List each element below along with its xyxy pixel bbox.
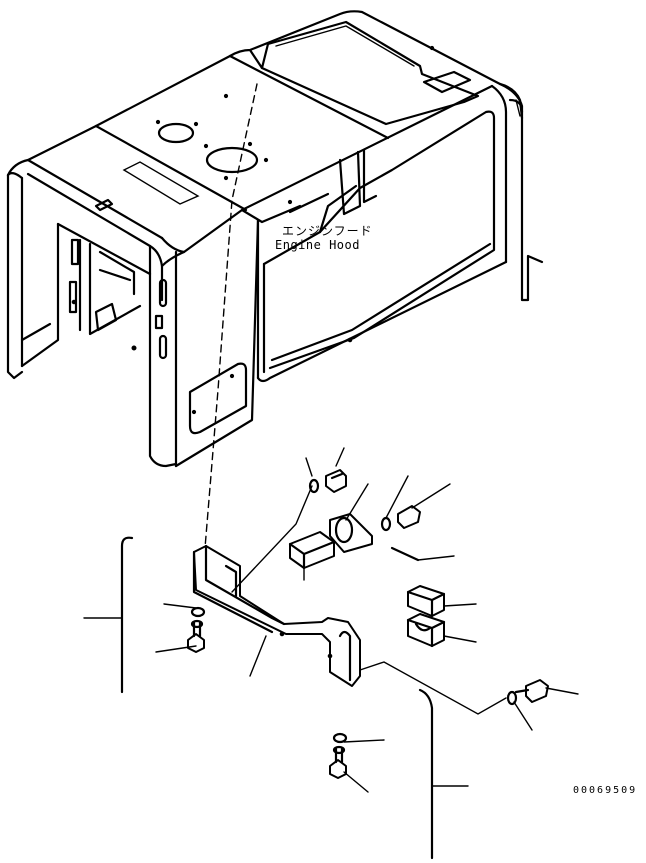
engine-hood-label-jp: エンジンフード xyxy=(282,224,373,238)
engine-hood xyxy=(6,10,544,468)
bolt-bottom xyxy=(329,732,348,779)
leader-lines xyxy=(83,447,579,860)
drawing-code: 00069509 xyxy=(573,785,638,796)
bolt-right xyxy=(380,505,421,532)
bolt-left xyxy=(187,606,206,653)
cushion-upper xyxy=(406,585,446,618)
rod xyxy=(390,546,420,562)
mounting-bracket xyxy=(192,544,361,687)
engine-hood-label-en: Engine Hood xyxy=(275,238,360,252)
bolt-lower-right xyxy=(506,679,549,706)
dashed-leader-line xyxy=(204,83,258,549)
cushion-lower xyxy=(406,613,446,648)
bolt-top xyxy=(308,469,347,494)
